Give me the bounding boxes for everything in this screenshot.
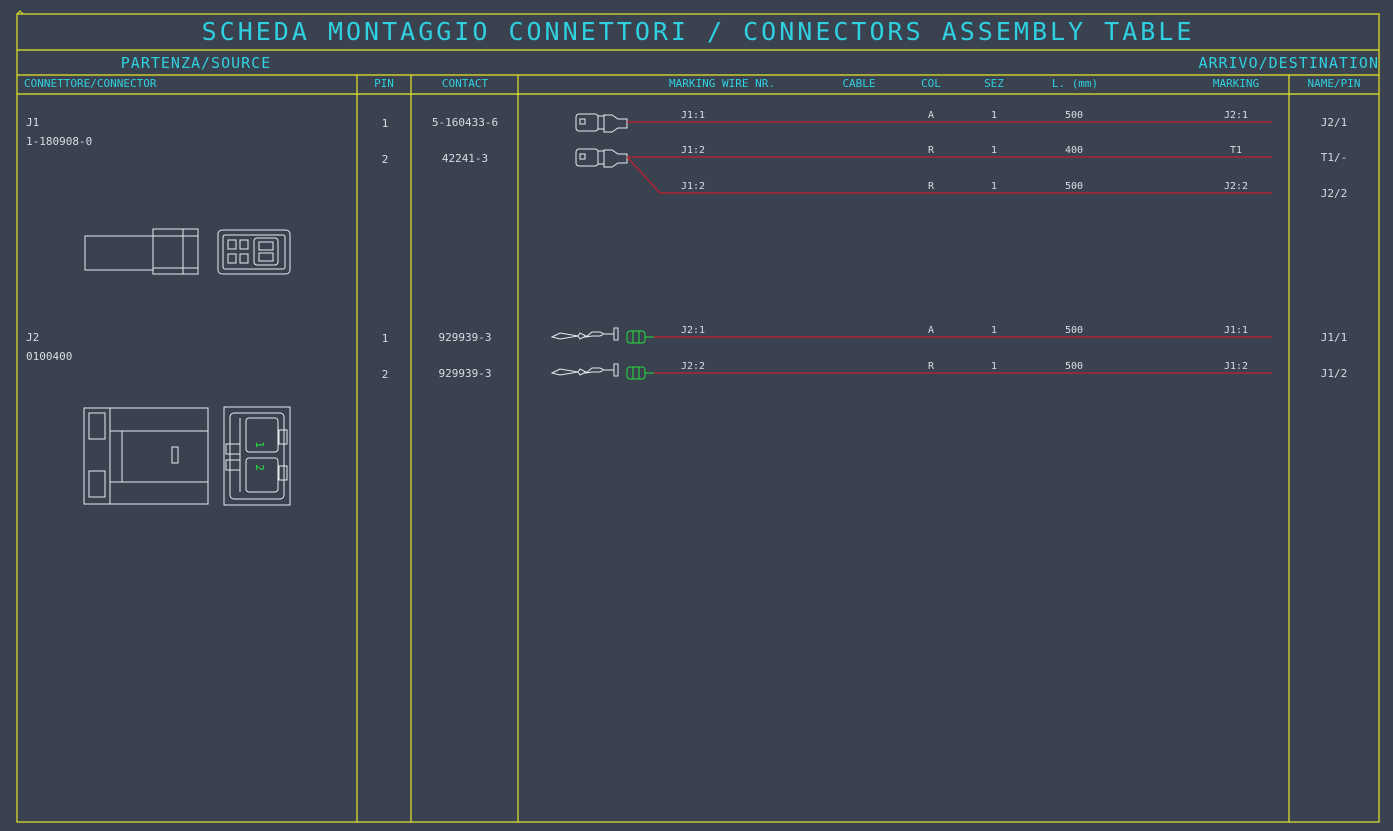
wire-name-pin-j1-1: J2/1 <box>1320 116 1348 129</box>
column-header-connector: CONNETTORE/CONNECTOR <box>24 77 157 90</box>
connector-j2-part-number: 0100400 <box>26 350 73 363</box>
connector-j1-name: J1 <box>26 116 40 129</box>
wire-name-pin-j2-1: J1/1 <box>1320 331 1348 344</box>
outer-border <box>16 13 1380 823</box>
column-header-col: COL <box>921 77 941 90</box>
wire-marking-j1-2a: J1:2 <box>681 145 706 156</box>
contact-j1-2: 42241-3 <box>441 152 489 165</box>
wire-dest-marking-j2-1: J1:1 <box>1223 325 1249 336</box>
wire-sez-j1-1: 1 <box>990 110 998 121</box>
wire-length-j2-1: 500 <box>1064 325 1084 336</box>
pin-j1-2: 2 <box>381 153 389 166</box>
column-header-marking: MARKING <box>1212 77 1260 90</box>
wire-length-j2-2: 500 <box>1064 361 1084 372</box>
connector-j2-name: J2 <box>26 331 40 344</box>
wire-dest-marking-j1-2a: T1 <box>1229 145 1243 156</box>
housing-pin-label-2: 2 <box>252 464 266 471</box>
connector-j2-drawing <box>83 406 291 506</box>
wire-marking-j1-1: J1:1 <box>681 110 706 121</box>
wire-marking-j1-2b: J1:2 <box>681 181 706 192</box>
corner-mark <box>16 10 24 15</box>
column-header-marking-wire: MARKING WIRE NR. <box>669 77 775 90</box>
contact-j1-1-drawing <box>575 113 628 133</box>
wire-name-pin-j2-2: J1/2 <box>1320 367 1348 380</box>
contact-j1-2-drawing <box>575 148 628 168</box>
pin-j1-1: 1 <box>381 117 389 130</box>
wire-dest-marking-j1-2b: J2:2 <box>1223 181 1249 192</box>
connector-j1-part-number: 1-180908-0 <box>26 135 93 148</box>
wire-name-pin-j1-2b: J2/2 <box>1320 187 1348 200</box>
wire-dest-marking-j2-2: J1:2 <box>1223 361 1249 372</box>
pin-j2-2: 2 <box>381 368 389 381</box>
contact-j2-2-drawing <box>550 363 654 380</box>
destination-label: ARRIVO/DESTINATION <box>1198 54 1379 72</box>
housing-pin-label-1: 1 <box>252 441 266 448</box>
wire-length-j1-1: 500 <box>1064 110 1084 121</box>
column-header-cable: CABLE <box>842 77 876 90</box>
contact-j1-1: 5-160433-6 <box>431 116 499 129</box>
wire-length-j1-2b: 500 <box>1064 181 1084 192</box>
wire-col-j1-1: A <box>927 110 935 121</box>
wire-sez-j1-2b: 1 <box>990 181 998 192</box>
wire-col-j1-2a: R <box>927 145 935 156</box>
wire-marking-j2-2: J2:2 <box>681 361 706 372</box>
column-header-sez: SEZ <box>984 77 1004 90</box>
contact-j2-1: 929939-3 <box>438 331 492 344</box>
wire-col-j1-2b: R <box>927 181 935 192</box>
column-header-length: L. (mm) <box>1051 77 1099 90</box>
wire-sez-j2-1: 1 <box>990 325 998 336</box>
page-title: SCHEDA MONTAGGIO CONNETTORI / CONNECTORS… <box>201 17 1195 46</box>
contact-j2-2: 929939-3 <box>438 367 492 380</box>
column-header-pin: PIN <box>374 77 394 90</box>
wire-sez-j1-2a: 1 <box>990 145 998 156</box>
wire-length-j1-2a: 400 <box>1064 145 1084 156</box>
connector-j1-drawing <box>84 228 291 275</box>
wire-marking-j2-1: J2:1 <box>681 325 706 336</box>
wire-name-pin-j1-2a: T1/- <box>1320 151 1348 164</box>
contact-j2-1-drawing <box>550 327 654 344</box>
wire-col-j2-1: A <box>927 325 935 336</box>
wire-dest-marking-j1-1: J2:1 <box>1223 110 1249 121</box>
pin-j2-1: 1 <box>381 332 389 345</box>
wire-sez-j2-2: 1 <box>990 361 998 372</box>
wire-col-j2-2: R <box>927 361 935 372</box>
source-label: PARTENZA/SOURCE <box>120 54 272 72</box>
wire-j1-2-b <box>626 156 1272 194</box>
column-header-name-pin: NAME/PIN <box>1307 77 1361 90</box>
column-header-contact: CONTACT <box>441 77 489 90</box>
